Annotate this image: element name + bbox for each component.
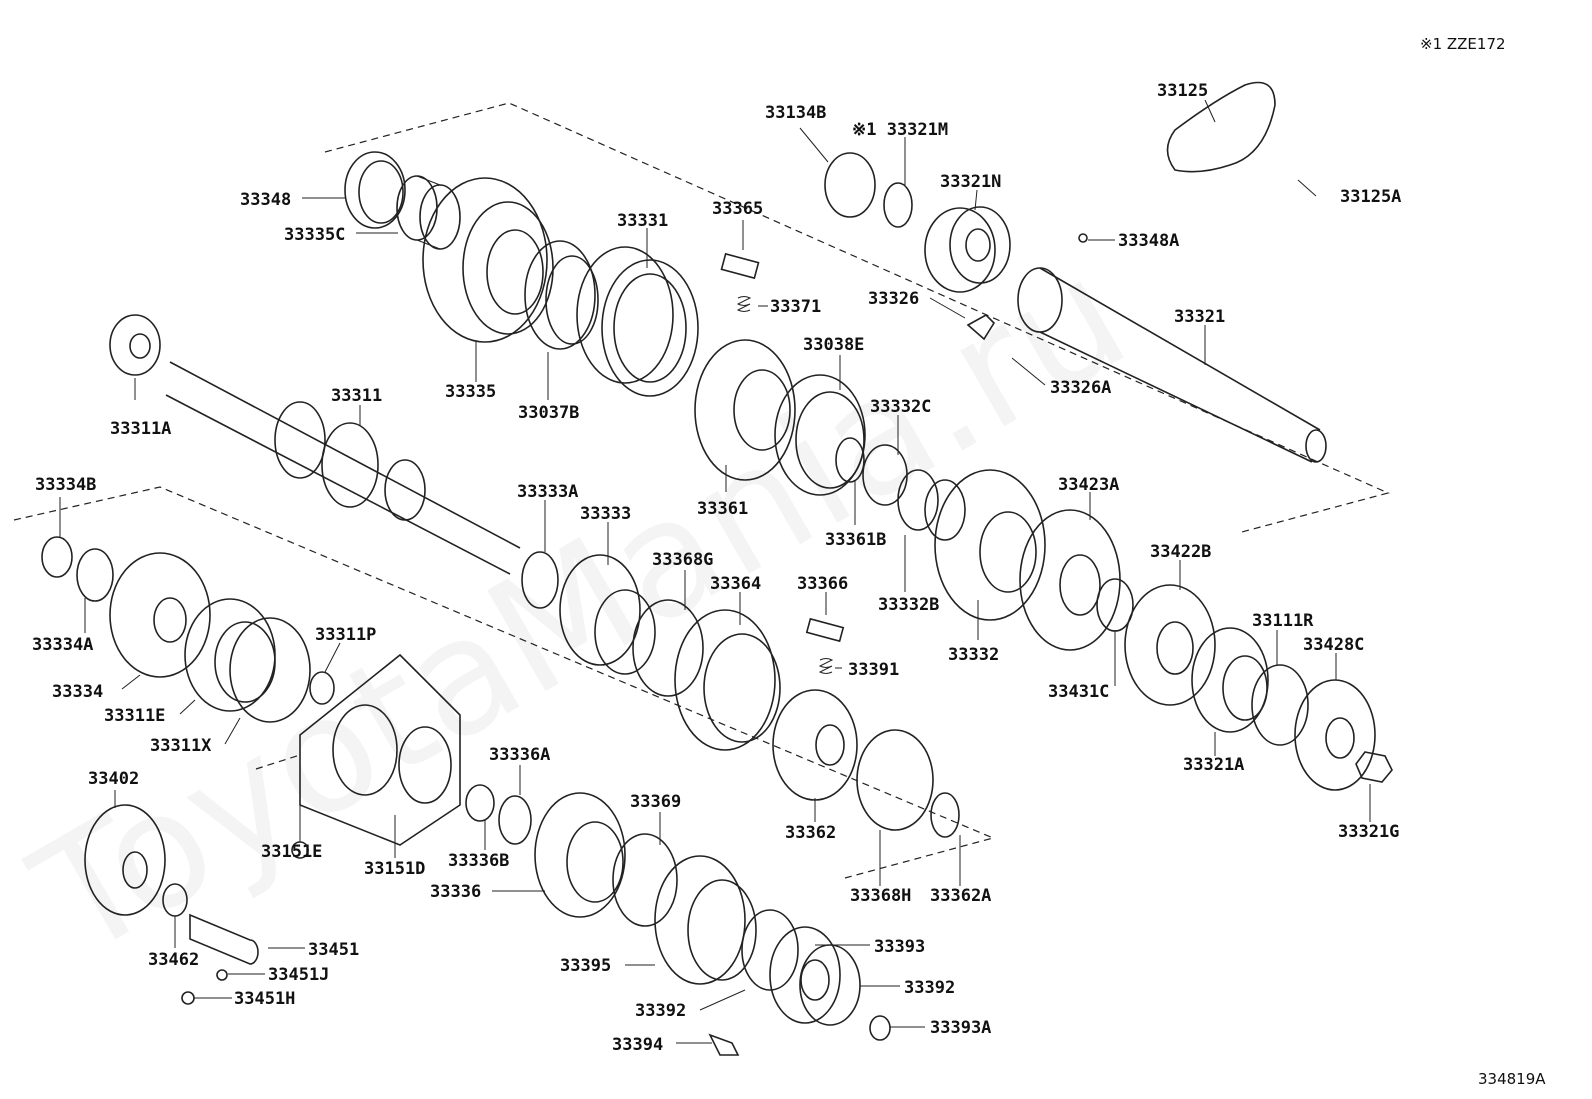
part-label[interactable]: 33326A: [1050, 378, 1111, 398]
part-label[interactable]: 33368H: [850, 886, 911, 906]
part-label[interactable]: 33311A: [110, 419, 171, 439]
part-label[interactable]: 33125A: [1340, 187, 1401, 207]
part-label[interactable]: 33332: [948, 645, 999, 665]
part-label[interactable]: 33134B: [765, 103, 826, 123]
part-label[interactable]: 33369: [630, 792, 681, 812]
part-label[interactable]: 33332B: [878, 595, 939, 615]
part-label[interactable]: 33334: [52, 682, 103, 702]
part-label[interactable]: 33125: [1157, 81, 1208, 101]
upper-right-parts: [824, 81, 1276, 341]
part-label[interactable]: 33151E: [261, 842, 322, 862]
part-label[interactable]: 33393A: [930, 1018, 991, 1038]
part-label[interactable]: 33366: [797, 574, 848, 594]
part-label[interactable]: 33462: [148, 950, 199, 970]
part-label[interactable]: 33361: [697, 499, 748, 519]
part-label[interactable]: 33333A: [517, 482, 578, 502]
main-shaft-33321: [1017, 267, 1327, 463]
part-label[interactable]: ※1 33321M: [852, 120, 948, 140]
part-label[interactable]: 33451J: [268, 965, 329, 985]
part-label[interactable]: 33038E: [803, 335, 864, 355]
part-label[interactable]: 33451H: [234, 989, 295, 1009]
part-label[interactable]: 33394: [612, 1035, 663, 1055]
part-label[interactable]: 33362: [785, 823, 836, 843]
part-label[interactable]: 33395: [560, 956, 611, 976]
part-label[interactable]: 33336A: [489, 745, 550, 765]
part-label[interactable]: 33334B: [35, 475, 96, 495]
part-label[interactable]: 33311E: [104, 706, 165, 726]
figure-code: 334819A: [1478, 1070, 1546, 1088]
part-labels: 33348 33335C 33335 33331 33037B 33365 33…: [32, 81, 1401, 1055]
part-label[interactable]: 33362A: [930, 886, 991, 906]
part-label[interactable]: 33402: [88, 769, 139, 789]
part-label[interactable]: 33371: [770, 297, 821, 317]
part-label[interactable]: 33348A: [1118, 231, 1179, 251]
part-label[interactable]: 33331: [617, 211, 668, 231]
part-label[interactable]: 33422B: [1150, 542, 1211, 562]
part-label[interactable]: 33451: [308, 940, 359, 960]
part-label[interactable]: 33335C: [284, 225, 345, 245]
part-label[interactable]: 33311P: [315, 625, 376, 645]
part-label[interactable]: 33321G: [1338, 822, 1399, 842]
part-label[interactable]: 33311: [331, 386, 382, 406]
part-label[interactable]: 33332C: [870, 397, 931, 417]
part-label[interactable]: 33336B: [448, 851, 509, 871]
part-label[interactable]: 33423A: [1058, 475, 1119, 495]
leader-lines: [59, 99, 1371, 1044]
part-label[interactable]: 33333: [580, 504, 631, 524]
upper-gear-stack: [344, 151, 1393, 791]
part-label[interactable]: 33392: [904, 978, 955, 998]
upper-group-outline: [324, 102, 1390, 534]
part-label[interactable]: 33393: [874, 937, 925, 957]
part-label[interactable]: 33321: [1174, 307, 1225, 327]
part-label[interactable]: 33348: [240, 190, 291, 210]
part-label[interactable]: 33392: [635, 1001, 686, 1021]
part-label[interactable]: 33334A: [32, 635, 93, 655]
part-label[interactable]: 33368G: [652, 550, 713, 570]
plate-group-outline: [255, 754, 301, 770]
part-label[interactable]: 33037B: [518, 403, 579, 423]
part-label[interactable]: 33428C: [1303, 635, 1364, 655]
part-label[interactable]: 33364: [710, 574, 761, 594]
header-note: ※1 ZZE172: [1420, 35, 1506, 53]
part-label[interactable]: 33311X: [150, 736, 212, 756]
part-label[interactable]: 33336: [430, 882, 481, 902]
dashed-group-outlines: [13, 102, 1390, 879]
part-label[interactable]: 33361B: [825, 530, 886, 550]
part-label[interactable]: 33151D: [364, 859, 425, 879]
part-label[interactable]: 33111R: [1252, 611, 1314, 631]
part-label[interactable]: 33431C: [1048, 682, 1109, 702]
part-label[interactable]: 33365: [712, 199, 763, 219]
part-label[interactable]: 33321A: [1183, 755, 1244, 775]
input-shaft-33311: [109, 314, 656, 675]
part-label[interactable]: 33391: [848, 660, 899, 680]
part-label[interactable]: 33321N: [940, 172, 1001, 192]
lower-group-outline: [13, 486, 995, 879]
part-label[interactable]: 33335: [445, 382, 496, 402]
part-label[interactable]: 33326: [868, 289, 919, 309]
